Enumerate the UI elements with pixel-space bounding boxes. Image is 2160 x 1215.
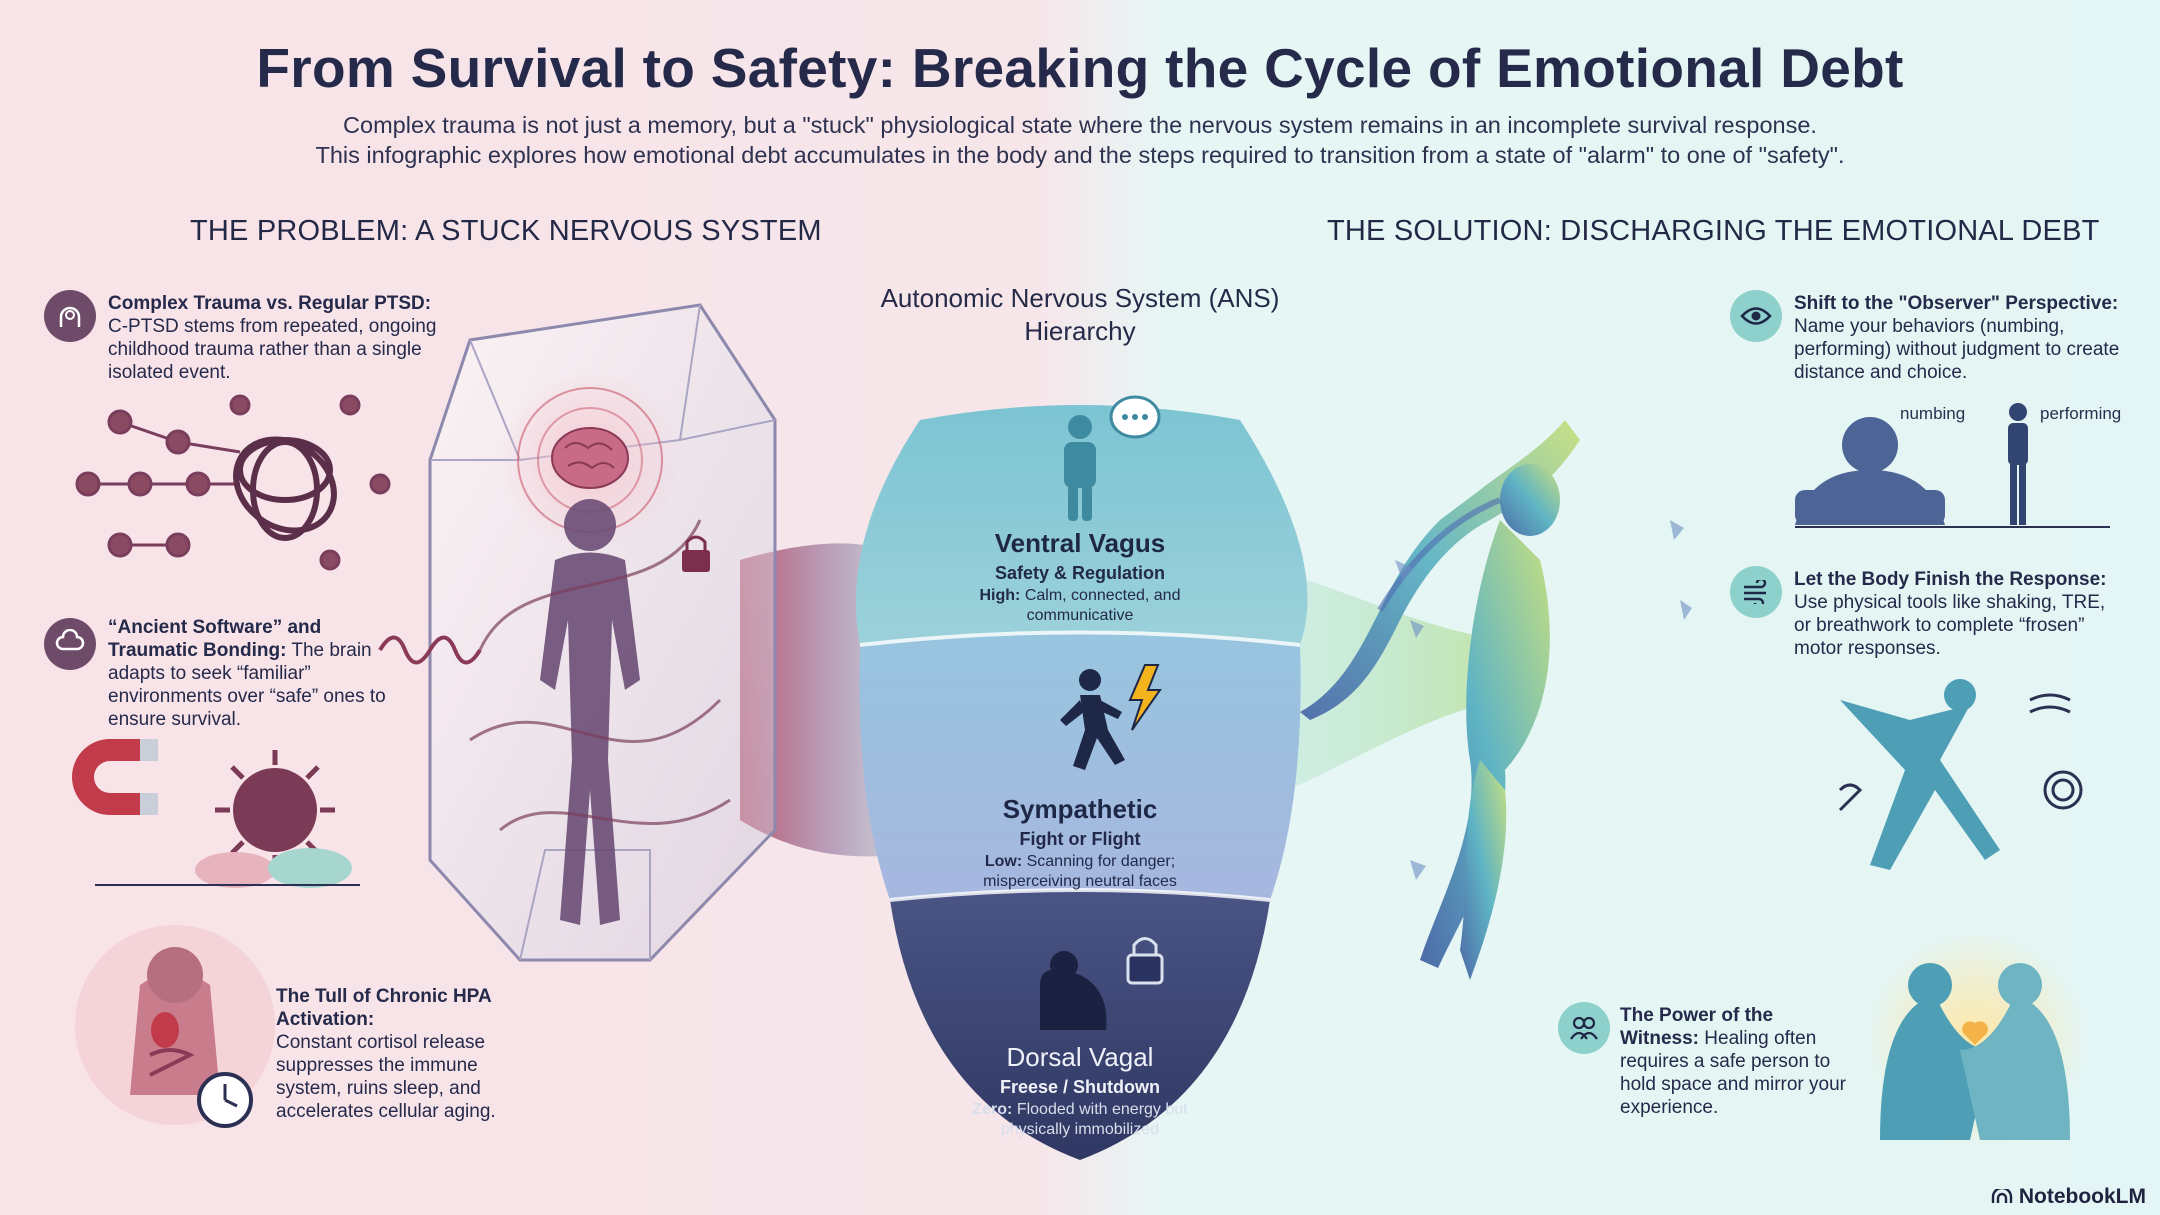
sympathetic-desc-text: Scanning for danger; misperceiving neutr… [983,853,1177,890]
problem-item-2-body: The brain adapts to seek “familiar” envi… [108,640,386,730]
page-subtitle: Complex trauma is not just a memory, but… [180,110,1980,170]
dorsal-subtitle: Freese / Shutdown [999,1077,1161,1097]
stress-wave-illustration [378,635,482,665]
sympathetic-desc: Low: Scanning for danger; misperceiving … [955,852,1205,892]
subtitle-line-2: This infographic explores how emotional … [315,142,1845,168]
solution-item-1-body: Name your behaviors (numbing, performing… [1794,316,2120,383]
solution-heading: THE SOLUTION: DISCHARGING THE EMOTIONAL … [1327,215,2100,247]
eye-icon [1730,290,1782,342]
body-organs-illustration [75,925,275,1128]
subtitle-line-1: Complex trauma is not just a memory, but… [343,112,1817,138]
ans-band-sympathetic: Sympathetic Fight or Flight Low: Scannin… [955,794,1205,892]
problem-item-3: The Tull of Chronic HPA Activation: Cons… [276,985,516,1123]
notebooklm-logo-icon [1991,1189,2013,1203]
solution-item-3: The Power of the Witness: Healing often … [1620,1004,1850,1119]
solution-item-2-title: Let the Body Finish the Response: [1794,569,2107,590]
head-spiral-icon [44,290,96,342]
numbing-label: numbing [1900,404,1966,423]
dorsal-title: Dorsal Vagal [1006,1042,1154,1072]
ans-band-ventral: Ventral Vagus Safety & Regulation High: … [940,528,1220,626]
sympathetic-title: Sympathetic [1002,794,1158,824]
shaking-figure-illustration [1838,679,2083,870]
ventral-desc: High: Calm, connected, and communicative [940,586,1220,626]
solution-item-3-body: Healing often requires a safe person to … [1620,1028,1846,1118]
ventral-person-icon [1064,415,1096,521]
sympathetic-level: Low: [984,853,1023,870]
notebooklm-logo: NotebookLM [1991,1185,2146,1209]
ventral-level: High: [979,587,1021,604]
brand-name: NotebookLM [2018,1185,2146,1208]
liberated-woman-illustration [1300,420,1692,980]
brain-illustration [551,427,629,489]
solution-item-3-title: The Power of the Witness: [1620,1005,1774,1049]
problem-item-3-title: The Tull of Chronic HPA Activation: [276,986,491,1030]
problem-item-3-body: Constant cortisol release suppresses the… [276,1032,496,1122]
problem-heading: THE PROBLEM: A STUCK NERVOUS SYSTEM [190,215,822,247]
witness-embrace-illustration [1865,930,2085,1150]
brain-icon [44,618,96,670]
trapped-person-illustration [540,499,640,925]
ventral-subtitle: Safety & Regulation [994,563,1166,583]
ans-band-dorsal: Dorsal Vagal Freese / Shutdown Zero: Flo… [960,1042,1200,1140]
sympathetic-subtitle: Fight or Flight [1019,829,1141,849]
crystal-padlock-icon [682,535,710,572]
lightning-icon [1128,664,1162,731]
curled-person-icon [1040,951,1107,1030]
problem-item-2: “Ancient Software” and Traumatic Bonding… [108,616,398,731]
wind-icon [1730,566,1782,618]
dorsal-level: Zero: [972,1101,1013,1118]
people-icon [1558,1002,1610,1054]
running-person-icon [1060,669,1125,770]
ans-heading: Autonomic Nervous System (ANS) Hierarchy [880,283,1280,346]
trauma-network-illustration [75,394,391,571]
solution-item-2: Let the Body Finish the Response: Use ph… [1794,568,2124,660]
speech-bubble-icon [1109,395,1161,439]
performing-silhouette-illustration [2008,403,2028,525]
problem-item-1-title: Complex Trauma vs. Regular PTSD: [108,293,432,314]
solution-item-1: Shift to the "Observer" Perspective: Nam… [1794,292,2124,384]
problem-item-1: Complex Trauma vs. Regular PTSD: C-PTSD … [108,292,438,384]
performing-label: performing [2040,404,2122,423]
crystal-prison-illustration [378,303,777,962]
magnet-virus-illustration [72,739,360,888]
padlock-icon [1126,937,1164,985]
ventral-title: Ventral Vagus [994,528,1166,558]
solution-item-2-body: Use physical tools like shaking, TRE, or… [1794,592,2106,659]
page-title: From Survival to Safety: Breaking the Cy… [256,37,1904,99]
problem-item-2-title: “Ancient Software” and Traumatic Bonding… [108,617,322,661]
dorsal-desc: Zero: Flooded with energy but physically… [960,1100,1200,1140]
ventral-desc-text: Calm, connected, and communicative [1024,587,1181,624]
solution-item-1-title: Shift to the "Observer" Perspective: [1794,293,2119,314]
dorsal-desc-text: Flooded with energy but physically immob… [1000,1101,1188,1138]
problem-item-1-body: C-PTSD stems from repeated, ongoing chil… [108,316,437,383]
numbing-silhouette-illustration [1795,417,1945,525]
